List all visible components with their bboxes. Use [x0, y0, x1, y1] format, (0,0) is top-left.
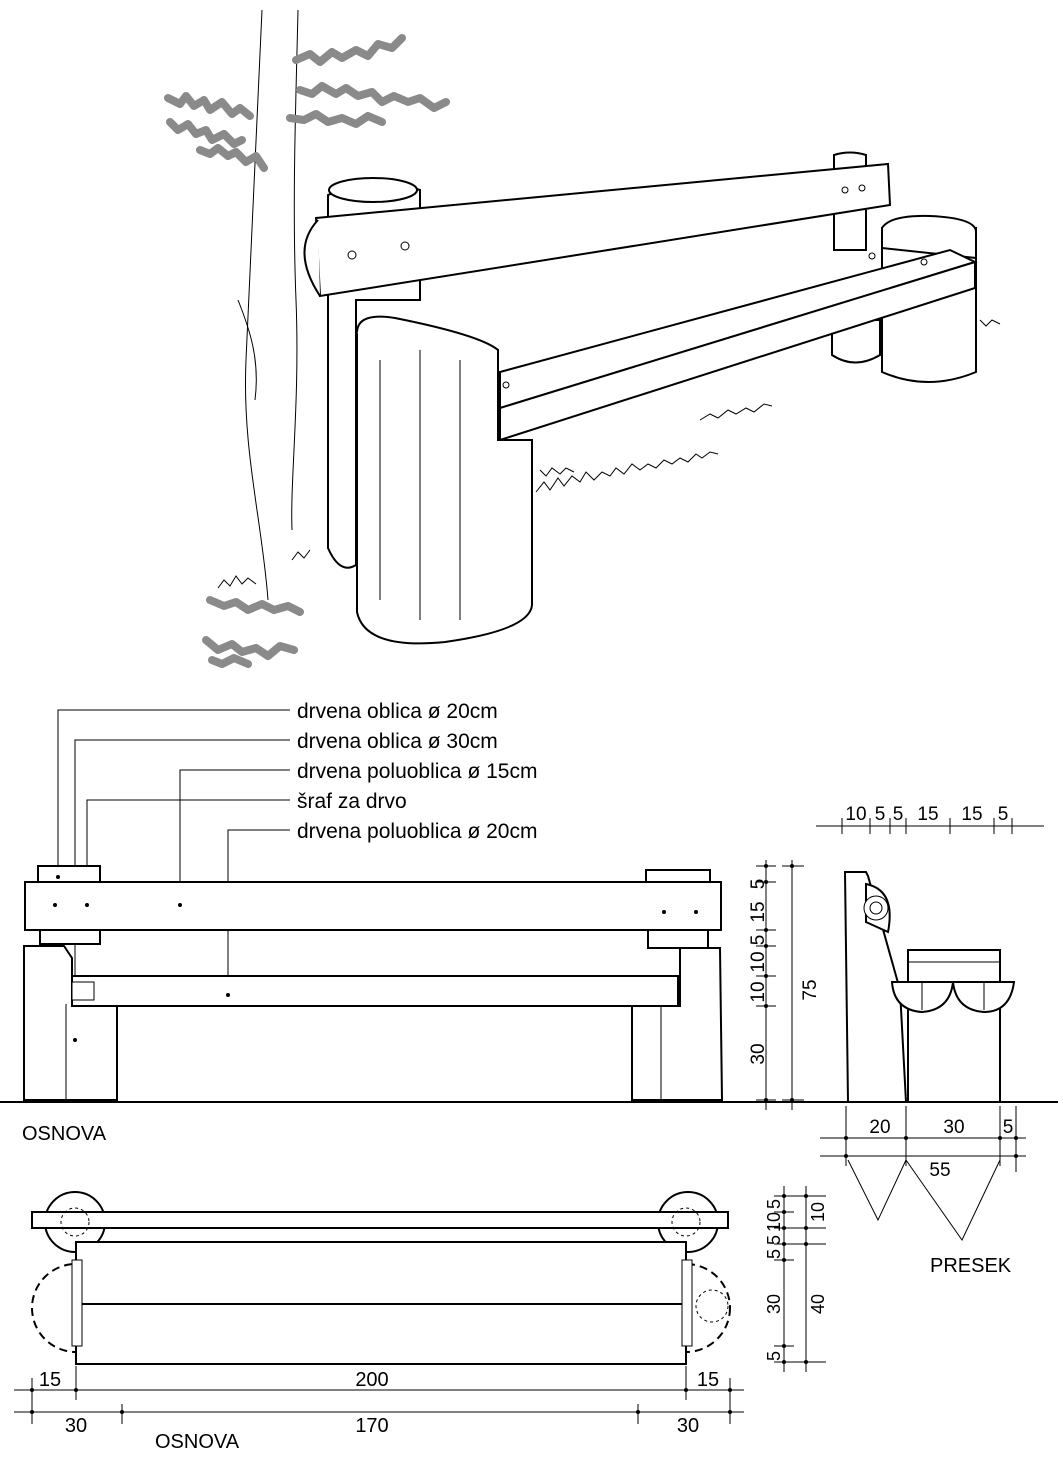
- tree-foliage: [164, 34, 450, 668]
- sec-bot-55: 55: [929, 1160, 950, 1181]
- elev-dim-5b: 5: [748, 935, 769, 946]
- sec-top-10: 10: [845, 804, 866, 825]
- plan-dim-170: 170: [355, 1415, 388, 1437]
- legend-item-3: drvena poluoblica ø 15cm: [297, 760, 537, 783]
- legend: drvena oblica ø 20cm drvena oblica ø 30c…: [57, 700, 537, 1040]
- plan-vdim-5b: 5: [764, 1235, 784, 1245]
- sec-top-5c: 5: [998, 804, 1009, 825]
- plan-vdim-5a: 5: [764, 1199, 784, 1209]
- elev-dim-10b: 10: [748, 981, 769, 1002]
- elev-dim-15: 15: [748, 901, 769, 922]
- tree-trunk: [237, 9, 299, 601]
- sec-bot-5: 5: [1003, 1117, 1014, 1138]
- plan-view: OSNOVA: [31, 1191, 731, 1453]
- elevation-label: OSNOVA: [22, 1123, 107, 1145]
- elevation-dimensions: 5 15 5 10 10 30 75: [748, 860, 821, 1110]
- legend-item-2: drvena oblica ø 30cm: [297, 730, 498, 753]
- plan-label: OSNOVA: [155, 1431, 240, 1453]
- plan-vdim-30: 30: [764, 1294, 784, 1314]
- section-bottom-dimensions: 20 30 5 55: [820, 1106, 1026, 1181]
- legend-item-4: šraf za drvo: [297, 790, 407, 813]
- section-view: PRESEK: [843, 871, 1016, 1277]
- plan-dim-15b: 15: [697, 1369, 719, 1391]
- elev-dim-5a: 5: [748, 879, 769, 890]
- seat-rail: [499, 248, 978, 442]
- sec-top-5a: 5: [875, 804, 886, 825]
- plan-vertical-dimensions: 5 10 5 5 30 5 10 40: [764, 1186, 828, 1372]
- sec-top-5b: 5: [893, 804, 904, 825]
- legend-item-1: drvena oblica ø 20cm: [297, 700, 498, 723]
- elev-dim-30: 30: [748, 1043, 769, 1064]
- plan-vdim-40: 40: [808, 1294, 828, 1314]
- section-label: PRESEK: [930, 1255, 1012, 1277]
- legend-item-5: drvena poluoblica ø 20cm: [297, 820, 537, 843]
- elev-dim-10a: 10: [748, 951, 769, 972]
- elev-dim-total: 75: [800, 979, 821, 1000]
- bench-perspective-sketch: [164, 9, 1001, 668]
- grass: [217, 319, 1001, 589]
- backrest-rail: [303, 162, 892, 298]
- front-elevation: OSNOVA: [0, 865, 1058, 1145]
- plan-vdim-5c: 5: [764, 1249, 784, 1259]
- plan-vdim-10-outer: 10: [808, 1202, 828, 1222]
- sec-top-15b: 15: [961, 804, 982, 825]
- sec-bot-20: 20: [869, 1117, 890, 1138]
- plan-dim-15a: 15: [39, 1369, 61, 1391]
- screw-dots: [53, 875, 698, 1042]
- plan-vdim-10: 10: [764, 1212, 784, 1232]
- left-front-post: [356, 315, 533, 645]
- plan-horizontal-dimensions: 15 200 15 30 170 30: [14, 1366, 744, 1437]
- plan-vdim-5d: 5: [764, 1351, 784, 1361]
- plan-dim-30a: 30: [65, 1415, 87, 1437]
- section-top-dimensions: 10 5 5 15 15 5: [816, 804, 1044, 834]
- plan-dim-30b: 30: [677, 1415, 699, 1437]
- sec-top-15a: 15: [917, 804, 938, 825]
- sec-bot-30: 30: [943, 1117, 964, 1138]
- plan-dim-200: 200: [355, 1369, 388, 1391]
